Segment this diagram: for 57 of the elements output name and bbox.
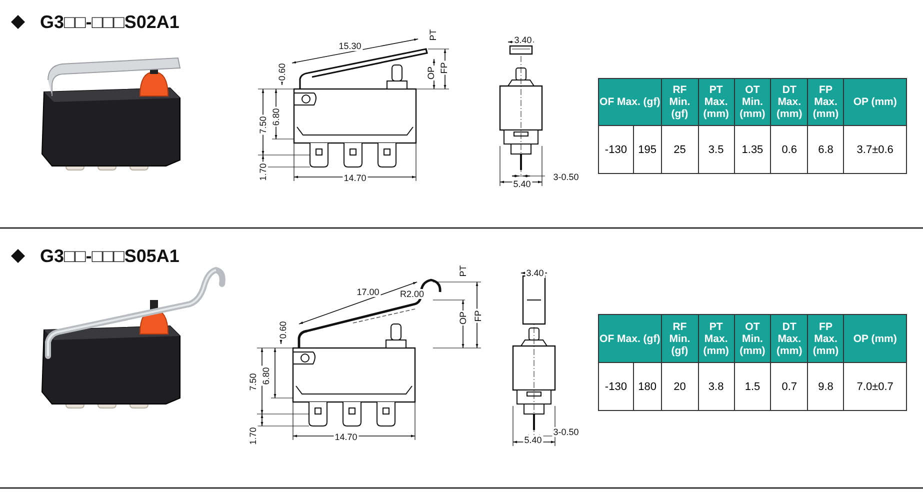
dimension-label: FP	[439, 61, 449, 75]
model-heading: G3□□-□□□S05A1	[40, 246, 180, 266]
dimension-label: OP	[458, 310, 468, 326]
dimension-label: 1.70	[248, 426, 258, 446]
dimension-label: FP	[473, 309, 483, 323]
data-value: 25	[661, 126, 698, 174]
dimension-label: R2.00	[398, 289, 426, 299]
column-header: OP (mm)	[844, 78, 906, 126]
dimension-label: 6.80	[261, 366, 271, 386]
dimension-label: 3-0.50	[552, 427, 580, 437]
data-value: 3.8	[698, 362, 734, 410]
data-value: -130	[598, 362, 634, 410]
dimension-label: 3.40	[525, 268, 545, 278]
dimension-label: 14.70	[342, 173, 368, 183]
dimension-label: PT	[428, 28, 438, 42]
column-header: DT Max. (mm)	[770, 314, 808, 362]
data-value: 9.8	[808, 362, 844, 410]
data-value: 6.8	[808, 126, 844, 174]
column-header: PT Max. (mm)	[698, 78, 734, 126]
data-value: 7.0±0.7	[844, 362, 906, 410]
data-value: 0.6	[770, 126, 808, 174]
column-header: OF Max. (gf)	[598, 314, 662, 362]
data-value: 3.5	[698, 126, 734, 174]
dimension-label: 5.40	[523, 435, 543, 445]
column-header: FP Max. (mm)	[808, 78, 844, 126]
dimension-label: 1.70	[258, 162, 268, 182]
column-header: DT Max. (mm)	[770, 78, 808, 126]
data-value: 195	[633, 126, 662, 174]
column-header: RF Min. (gf)	[661, 314, 698, 362]
column-header: OF Max. (gf)	[598, 78, 662, 126]
column-header: RF Min. (gf)	[661, 78, 698, 126]
data-value: 1.5	[734, 362, 771, 410]
dimension-label: 7.50	[258, 115, 268, 135]
dimension-label: PT	[458, 264, 468, 278]
column-header: PT Max. (mm)	[698, 314, 734, 362]
data-value: 0.7	[770, 362, 808, 410]
dimension-label: 3.40	[513, 35, 533, 45]
column-header: FP Max. (mm)	[808, 314, 844, 362]
data-value: 1.35	[734, 126, 771, 174]
data-value: -130	[598, 126, 634, 174]
dimension-label: 14.70	[334, 432, 358, 442]
data-value: 20	[661, 362, 698, 410]
column-header: OP (mm)	[844, 314, 906, 362]
dimension-label: OP	[426, 66, 436, 80]
dimension-label: 6.80	[271, 107, 281, 127]
dimension-label: 0.60	[277, 62, 287, 82]
column-header: OT Min. (mm)	[734, 314, 771, 362]
dimension-label: 3-0.50	[552, 172, 580, 182]
dimension-label: 15.30	[338, 41, 362, 51]
column-header: OT Min. (mm)	[734, 78, 771, 126]
dimension-label: 7.50	[248, 372, 258, 392]
model-heading: G3□□-□□□S02A1	[40, 12, 180, 32]
dimension-label: 5.40	[512, 179, 532, 189]
data-value: 3.7±0.6	[844, 126, 906, 174]
data-value: 180	[633, 362, 662, 410]
dimension-label: 0.60	[278, 320, 288, 340]
dimension-label: 17.00	[356, 287, 380, 297]
